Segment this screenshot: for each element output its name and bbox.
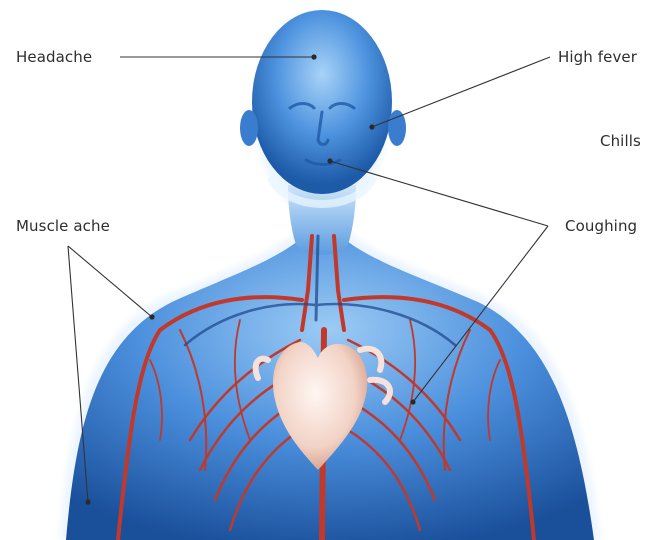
label-muscle-ache: Muscle ache (16, 217, 110, 235)
head (252, 10, 392, 194)
label-headache: Headache (16, 48, 92, 66)
label-coughing: Coughing (565, 217, 637, 235)
fever-leader (372, 57, 550, 127)
left-ear (240, 110, 258, 146)
neck (288, 185, 356, 255)
label-high-fever: High fever (558, 48, 637, 66)
right-ear (388, 110, 406, 146)
label-chills: Chills (600, 132, 641, 150)
muscle-leader-shoulder (68, 246, 152, 317)
